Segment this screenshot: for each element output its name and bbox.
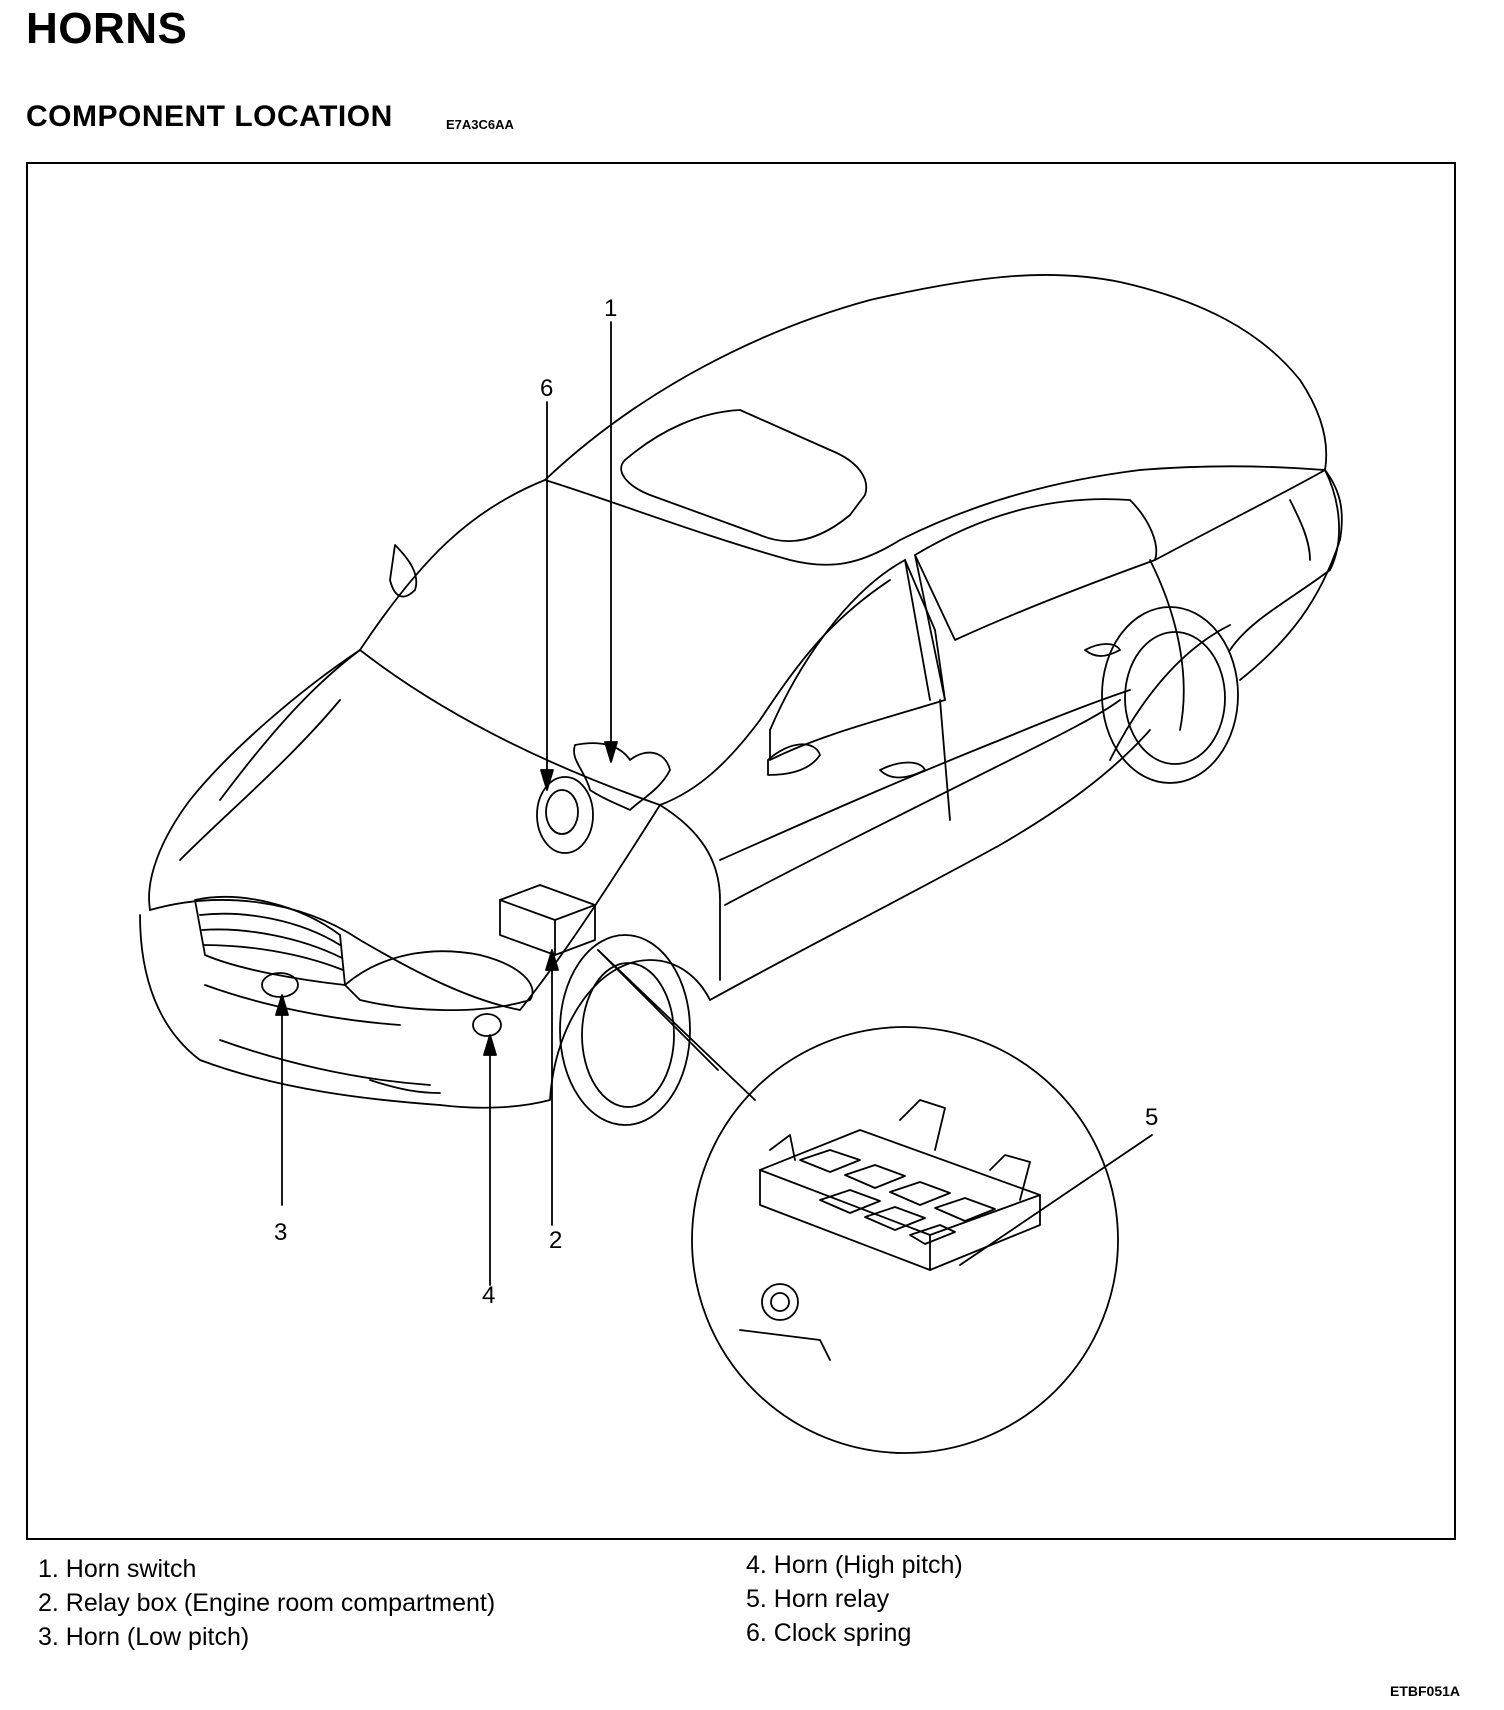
relay-detail-magnifier	[691, 1026, 1119, 1454]
callout-4: 4	[482, 1282, 495, 1309]
callout-leaders	[281, 321, 1153, 1286]
legend-item: 5. Horn relay	[746, 1585, 890, 1613]
horn-high-pitch-part	[472, 1013, 502, 1037]
callout-2: 2	[549, 1227, 562, 1254]
legend-item: 4. Horn (High pitch)	[746, 1551, 963, 1579]
page-title: HORNS	[26, 4, 188, 53]
callout-arrowheads	[275, 741, 618, 1056]
legend-item: 3. Horn (Low pitch)	[38, 1623, 250, 1651]
callout-3: 3	[274, 1219, 287, 1246]
section-subtitle: COMPONENT LOCATION	[26, 100, 393, 133]
relay-box-part	[499, 884, 596, 956]
figure-id: ETBF051A	[1390, 1683, 1461, 1699]
callout-labels: 1 2 3 4 5 6	[274, 295, 1158, 1309]
car-outline	[139, 274, 1343, 1126]
diagram-frame	[26, 162, 1456, 1540]
legend-right-column: 4. Horn (High pitch) 5. Horn relay 6. Cl…	[746, 1548, 963, 1650]
legend-item: 1. Horn switch	[38, 1555, 197, 1583]
legend-item: 2. Relay box (Engine room compartment)	[38, 1589, 496, 1617]
callout-1: 1	[604, 295, 617, 322]
section-code: E7A3C6AA	[446, 117, 514, 132]
legend-item: 6. Clock spring	[746, 1619, 912, 1647]
callout-5: 5	[1145, 1104, 1158, 1131]
callout-6: 6	[540, 375, 553, 402]
clock-spring-part	[536, 776, 594, 854]
legend-left-column: 1. Horn switch 2. Relay box (Engine room…	[38, 1552, 495, 1654]
horn-switch-pad	[573, 742, 671, 811]
horn-low-pitch-part	[261, 972, 299, 998]
